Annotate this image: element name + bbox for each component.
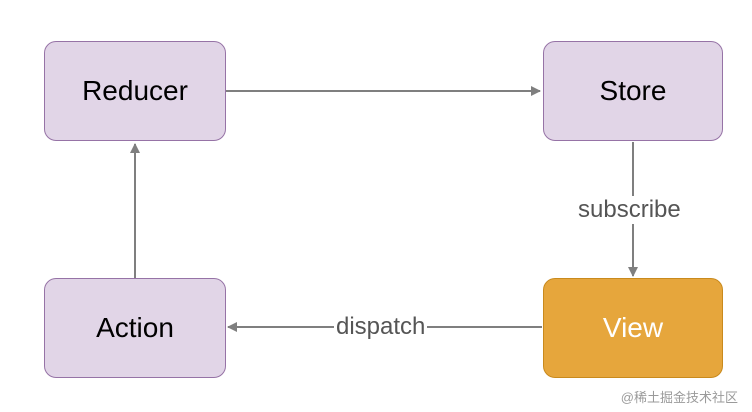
node-action-label: Action — [96, 312, 174, 343]
node-action: Action — [44, 278, 226, 378]
watermark: @稀土掘金技术社区 — [620, 390, 738, 405]
node-reducer-label: Reducer — [82, 75, 188, 106]
node-store: Store — [543, 41, 723, 141]
node-reducer: Reducer — [44, 41, 226, 141]
edge-label-subscribe: subscribe — [576, 196, 683, 224]
edge-label-dispatch: dispatch — [334, 313, 428, 341]
node-store-label: Store — [599, 75, 667, 106]
node-view-label: View — [602, 312, 664, 343]
node-view: View — [543, 278, 723, 378]
